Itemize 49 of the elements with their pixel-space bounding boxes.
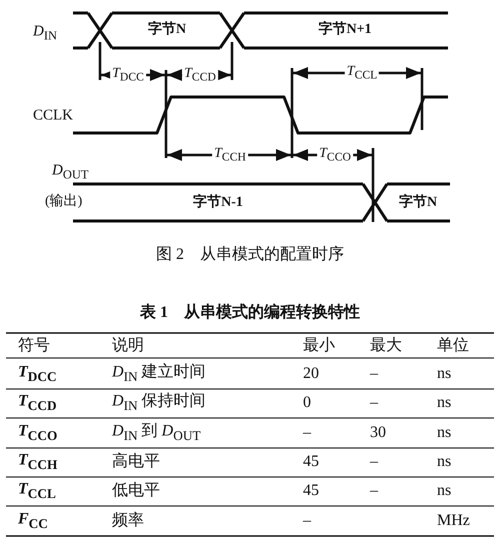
byte-label: 字节N (148, 23, 186, 37)
description-text: D$_{IN}$ 建立时间 (112, 364, 206, 384)
timing-label: T$_{CCH}$ (212, 146, 248, 164)
unit-text: ns (437, 483, 452, 499)
table-title: 表 1 从串模式的编程转换特性 (140, 305, 360, 321)
value-text: – (370, 395, 378, 411)
timing-label: T$_{CCL}$ (344, 64, 380, 82)
signal-label: CCLK (33, 108, 74, 124)
byte-label: 字节N (398, 196, 438, 210)
unit-text: ns (437, 454, 452, 470)
value-text: 45 (303, 483, 319, 499)
column-header: 最小 (303, 338, 335, 354)
description-text: D$_{IN}$ 保持时间 (112, 394, 206, 412)
value-text: – (370, 454, 378, 470)
value-text: 20 (303, 366, 319, 382)
signal-label: D$_{OUT}$ (52, 163, 89, 181)
symbol-text: T$_{DCC}$ (18, 364, 57, 384)
timing-label: T$_{CCD}$ (182, 66, 218, 84)
figure-caption: 图 2 从串模式的配置时序 (156, 247, 344, 263)
column-header: 符号 (18, 338, 50, 354)
value-text: – (303, 513, 311, 529)
description-text: 高电平 (112, 454, 160, 470)
value-text: 0 (303, 395, 311, 411)
unit-text: MHz (437, 513, 470, 529)
symbol-text: T$_{CCH}$ (18, 452, 58, 472)
column-header: 说明 (112, 338, 144, 354)
symbol-text: T$_{CCD}$ (18, 394, 57, 412)
unit-text: ns (437, 425, 452, 441)
value-text: 30 (370, 425, 386, 441)
description-text: D$_{IN}$ 到 D$_{OUT}$ (112, 424, 201, 442)
value-text: – (370, 483, 378, 499)
column-header: 单位 (437, 338, 469, 354)
signal-label: D$_{IN}$ (33, 24, 58, 42)
value-text: – (370, 366, 378, 382)
timing-label: T$_{DCC}$ (110, 66, 146, 84)
column-header: 最大 (370, 338, 402, 354)
byte-label: 字节N-1 (193, 196, 243, 210)
value-text: – (303, 425, 311, 441)
unit-text: ns (437, 395, 452, 411)
symbol-text: T$_{CCL}$ (18, 482, 56, 500)
value-text: 45 (303, 454, 319, 470)
description-text: 低电平 (112, 483, 160, 499)
unit-text: ns (437, 366, 452, 382)
description-text: 频率 (112, 513, 144, 529)
timing-label: T$_{CCO}$ (317, 146, 353, 164)
signal-label: (输出) (45, 195, 82, 209)
symbol-text: T$_{CCO}$ (18, 424, 58, 442)
byte-label: 字节N+1 (318, 23, 372, 37)
symbol-text: F$_{CC}$ (18, 512, 48, 530)
